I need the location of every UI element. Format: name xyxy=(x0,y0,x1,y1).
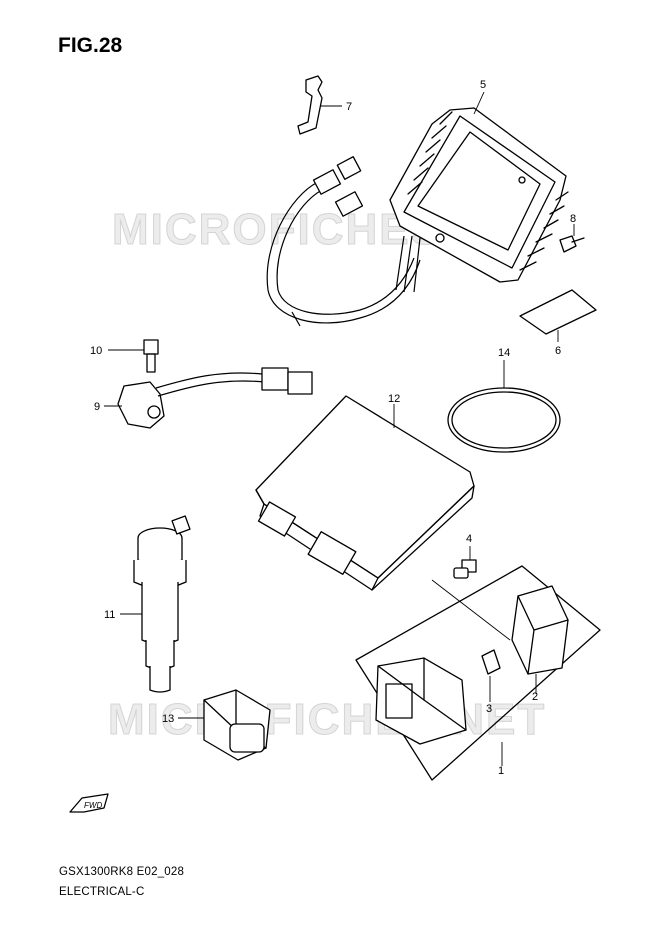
part-8-bolt[interactable] xyxy=(559,224,585,253)
fwd-direction-marker: FWD xyxy=(69,793,109,813)
callout-3: 3 xyxy=(486,703,492,715)
part-2-cover[interactable] xyxy=(511,585,569,694)
regulator-harness xyxy=(266,156,421,327)
callout-13: 13 xyxy=(162,713,174,725)
part-12-ecm[interactable] xyxy=(255,395,475,591)
part-5-regulator-rectifier[interactable] xyxy=(389,91,569,283)
callout-1: 1 xyxy=(498,765,504,777)
part-4-bolt[interactable] xyxy=(453,546,477,579)
callout-6: 6 xyxy=(555,345,561,357)
part-10-bolt[interactable] xyxy=(108,339,159,373)
callout-12: 12 xyxy=(388,393,400,405)
callout-9: 9 xyxy=(94,401,100,413)
watermark-bottom: MICROFICHES.NET xyxy=(108,695,546,744)
part-3-fuse[interactable] xyxy=(481,649,501,702)
callout-10: 10 xyxy=(90,345,102,357)
part-13-connector[interactable] xyxy=(178,689,271,761)
callout-8: 8 xyxy=(570,213,576,225)
figure-title: FIG.28 xyxy=(58,34,123,57)
section-name: ELECTRICAL-C xyxy=(59,886,145,898)
fwd-label: FWD xyxy=(84,801,102,810)
part-7-clamp[interactable] xyxy=(297,75,342,135)
part-1-assembly[interactable] xyxy=(355,565,601,781)
part-6-pad[interactable] xyxy=(519,289,597,342)
callout-2: 2 xyxy=(532,691,538,703)
callout-7: 7 xyxy=(346,101,352,113)
model-code: GSX1300RK8 E02_028 xyxy=(59,866,185,878)
part-11-ignition-coil[interactable] xyxy=(120,515,191,693)
callout-14: 14 xyxy=(498,347,510,359)
part-9-sensor[interactable] xyxy=(104,367,313,429)
callout-4: 4 xyxy=(466,533,472,545)
callout-5: 5 xyxy=(480,79,486,91)
callout-11: 11 xyxy=(104,609,115,621)
part-14-o-ring[interactable] xyxy=(447,360,561,453)
